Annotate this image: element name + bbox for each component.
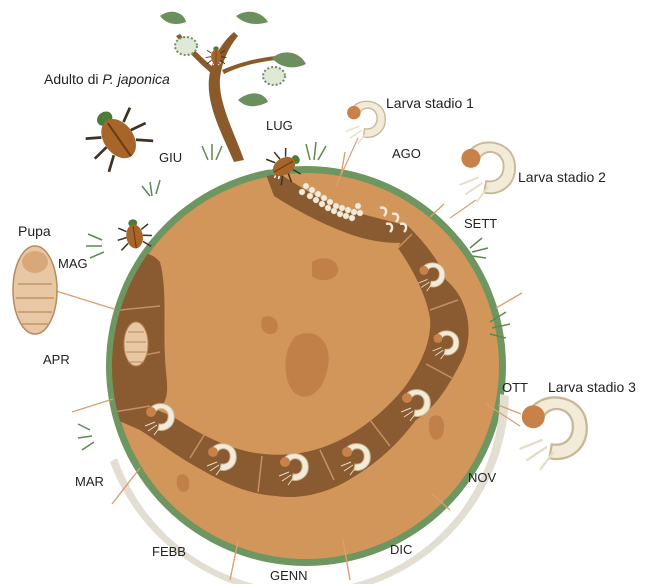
month-label-mar: MAR xyxy=(75,474,104,489)
tree xyxy=(160,12,306,162)
stage-label-adult: Adulto di P. japonica xyxy=(44,71,170,87)
month-label-genn: GENN xyxy=(270,568,308,583)
stage-label-pupa: Pupa xyxy=(18,223,51,239)
soil-patch xyxy=(429,415,444,439)
month-label-dic: DIC xyxy=(390,542,412,557)
month-label-sett: SETT xyxy=(464,216,497,231)
month-label-apr: APR xyxy=(43,352,70,367)
stage-label-larva3: Larva stadio 3 xyxy=(548,379,636,395)
leaf xyxy=(160,12,186,24)
leaf xyxy=(236,12,268,24)
month-label-giu: GIU xyxy=(159,150,182,165)
tunnel-pupa xyxy=(124,322,148,366)
adult-label-prefix: Adulto di xyxy=(44,71,102,87)
stage-label-larva1: Larva stadio 1 xyxy=(386,95,474,111)
leaf-skeletonized xyxy=(175,37,197,55)
larva-stage1-illustration xyxy=(346,101,385,143)
month-label-lug: LUG xyxy=(266,118,293,133)
month-label-ott: OTT xyxy=(502,380,528,395)
pupa-illustration xyxy=(13,246,57,334)
month-label-febb: FEBB xyxy=(152,544,186,559)
month-label-nov: NOV xyxy=(468,470,497,485)
leaf xyxy=(272,52,306,67)
soil-globe xyxy=(105,164,509,584)
adult-label-species: P. japonica xyxy=(102,71,170,87)
month-label-ago: AGO xyxy=(392,146,421,161)
stage-label-larva2: Larva stadio 2 xyxy=(518,169,606,185)
leaf xyxy=(238,93,268,106)
larva-stage2-illustration xyxy=(460,142,516,202)
adult-beetle-illustration xyxy=(75,95,158,177)
month-label-mag: MAG xyxy=(58,256,88,271)
leaf-skeletonized xyxy=(263,67,285,85)
larva-stage3-illustration xyxy=(520,397,587,469)
